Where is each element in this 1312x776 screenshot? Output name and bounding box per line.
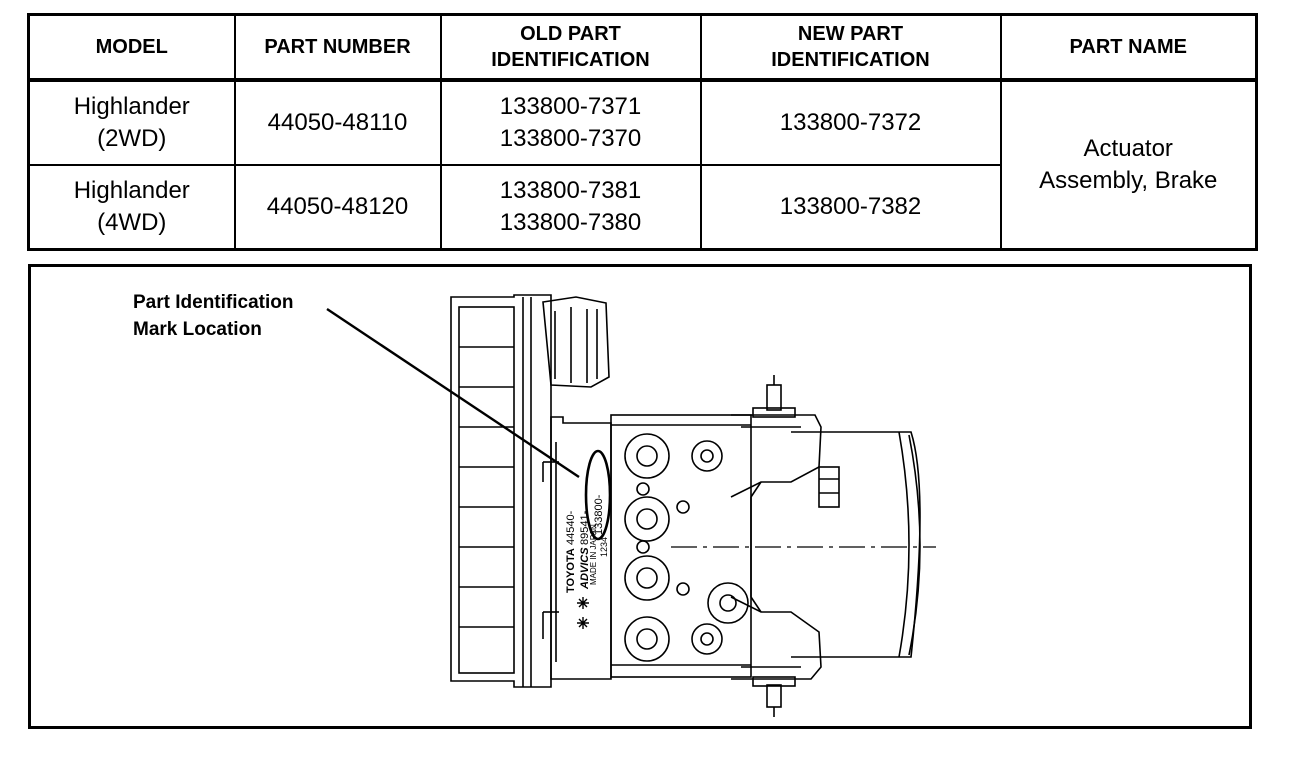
label-made: MADE IN JAPAN — [589, 524, 598, 585]
header-part-name: PART NAME — [999, 13, 1258, 81]
asterisk-marks — [577, 597, 589, 629]
cell-old-part-identification: 133800-7371 133800-7370 — [439, 79, 702, 166]
header-model: MODEL — [27, 13, 236, 81]
callout-leader-line — [326, 308, 580, 478]
brake-actuator-drawing: TOYOTA 44540- 89541- 133800- ADVICS MADE… — [326, 294, 936, 717]
header-part-number: PART NUMBER — [233, 13, 442, 81]
label-text: TOYOTA 44540- 89541- 133800- ADVICS MADE… — [565, 494, 609, 593]
cell-model: Highlander (4WD) — [27, 164, 236, 251]
hydraulic-block — [610, 414, 752, 678]
label-id: 133800- — [593, 494, 605, 535]
table-row: Highlander (4WD) 44050-48120 133800-7381… — [27, 164, 1257, 251]
cell-new-part-identification: 133800-7372 — [699, 79, 1002, 166]
connector-housing — [450, 294, 610, 688]
pump-motor — [791, 431, 921, 658]
cell-old-part-identification: 133800-7381 133800-7380 — [439, 164, 702, 251]
cell-part-number: 44050-48120 — [233, 164, 442, 251]
table-row: Highlander (2WD) 44050-48110 133800-7371… — [27, 79, 1258, 251]
header-old-part-identification: OLD PART IDENTIFICATION — [439, 13, 702, 81]
cell-part-name: Actuator Assembly, Brake — [999, 79, 1258, 251]
label-advics: ADVICS — [579, 547, 591, 590]
header-new-part-identification: NEW PART IDENTIFICATION — [699, 13, 1002, 81]
label-code: 89541- — [579, 510, 591, 545]
part-id-mark-ellipse — [584, 449, 612, 541]
parts-table: MODEL PART NUMBER OLD PART IDENTIFICATIO… — [27, 13, 1258, 251]
cell-part-number: 44050-48110 — [233, 79, 442, 166]
diagram-frame: Part Identification Mark Location — [28, 264, 1252, 729]
cell-model: Highlander (2WD) — [27, 79, 236, 166]
valve-ports — [624, 433, 749, 662]
cell-new-part-identification: 133800-7382 — [699, 164, 1002, 251]
label-brand: TOYOTA — [565, 548, 577, 593]
label-part: 44540- — [565, 510, 577, 545]
label-lot: 1234 — [599, 537, 609, 557]
mounting-bolts — [752, 375, 796, 717]
callout-label: Part Identification Mark Location — [133, 292, 294, 340]
table-header-row: MODEL PART NUMBER OLD PART IDENTIFICATIO… — [27, 13, 1258, 81]
